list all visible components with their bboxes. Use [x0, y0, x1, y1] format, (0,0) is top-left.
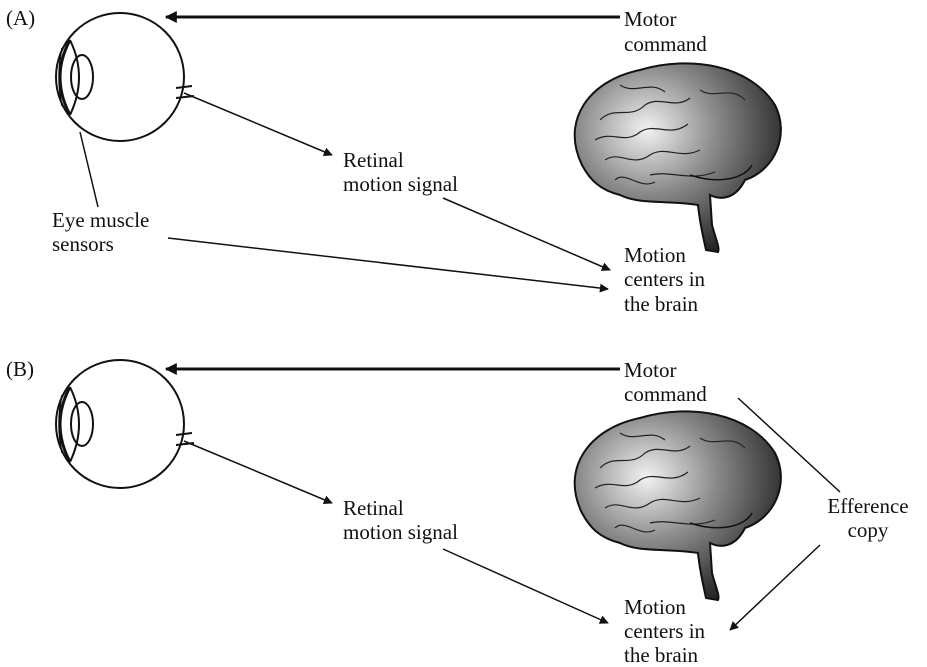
retinal-signal-arrow [184, 441, 332, 503]
retinal-signal-arrow [184, 93, 332, 155]
motor-command-label-line1: Motor [624, 7, 677, 31]
retinal-to-centers-arrow [443, 549, 608, 623]
brain-illustration [575, 411, 781, 600]
panel-b-tag: (B) [6, 357, 34, 381]
efference-copy-label-line1: Efference [818, 494, 918, 518]
brain-illustration [575, 63, 781, 252]
panel-b [56, 360, 840, 630]
motion-centers-label-line3: the brain [624, 292, 698, 316]
motion-centers-label-line2: centers in [624, 619, 705, 643]
motor-command-label-line1: Motor [624, 358, 677, 382]
motion-centers-label-line2: centers in [624, 267, 705, 291]
panel-a-tag: (A) [6, 6, 35, 30]
eye-icon [56, 360, 194, 488]
muscle-sensors-label-line1: Eye muscle [52, 208, 149, 232]
motor-command-label-line2: command [624, 382, 707, 406]
muscle-sensors-label-line2: sensors [52, 232, 114, 256]
retinal-to-centers-arrow [443, 198, 610, 270]
retinal-signal-label-line2: motion signal [343, 172, 458, 196]
efference-copy-label-line2: copy [818, 518, 918, 542]
muscle-sensor-pointer [80, 132, 98, 207]
efference-to-centers-arrow [730, 545, 820, 630]
sensors-to-centers-arrow [168, 238, 608, 289]
retinal-signal-label-line1: Retinal [343, 148, 404, 172]
retinal-signal-label-line1: Retinal [343, 496, 404, 520]
motor-command-label-line2: command [624, 32, 707, 56]
motion-centers-label-line1: Motion [624, 243, 686, 267]
eye-icon [56, 13, 194, 141]
motion-centers-label-line3: the brain [624, 643, 698, 667]
motion-centers-label-line1: Motion [624, 595, 686, 619]
retinal-signal-label-line2: motion signal [343, 520, 458, 544]
